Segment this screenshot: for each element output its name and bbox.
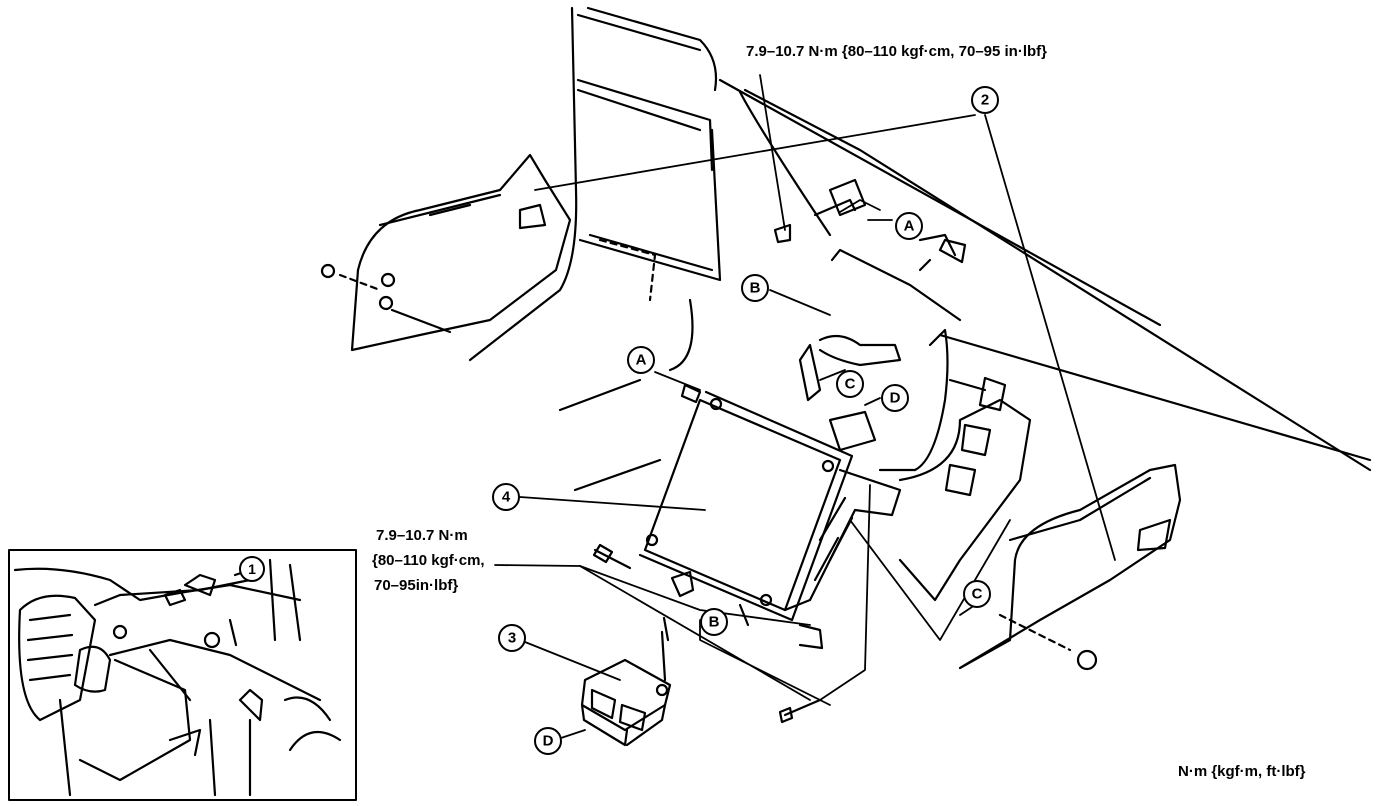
relay-unit [580,630,672,747]
callout-2: 2 [981,92,989,109]
right-trim-panel [958,463,1182,671]
callout-A-left: A [636,352,647,369]
fasteners [592,223,822,724]
callout-C-right: C [972,586,983,603]
callout-D-top: D [890,390,901,407]
callout-4: 4 [502,489,511,506]
callout-B-bottom: B [709,614,720,631]
callout-markers [239,86,999,755]
callout-B-top-circle [741,274,769,302]
callout-3-circle [498,624,526,652]
torque-spec-left-line2: {80–110 kgf·cm, [372,552,485,569]
callout-A-top-circle [895,212,923,240]
callout-B-top: B [750,280,761,297]
callout-1-circle [239,556,265,582]
callout-D-top-circle [881,384,909,412]
callout-1: 1 [248,561,256,577]
callout-3: 3 [508,630,516,647]
inset-view [8,549,357,801]
left-trim-panel [320,153,572,352]
callout-C-top-circle [836,370,864,398]
torque-spec-left: 7.9–10.7 N·m {80–110 kgf·cm, 70–95in·lbf… [372,527,485,594]
body-panel-outline [468,6,1372,492]
callout-A-top: A [904,218,915,235]
torque-spec-left-line3: 70–95in·lbf} [374,577,458,594]
callout-D-bottom-circle [534,727,562,755]
callout-4-circle [492,483,520,511]
harness-bracket [798,178,1032,602]
callout-A-left-circle [627,346,655,374]
callout-labels: 1 2 3 4 A A B B C C D D [248,92,989,750]
callout-2-circle [971,86,999,114]
callout-D-bottom: D [543,733,554,750]
leader-lines [494,74,1116,741]
control-module [638,383,902,650]
torque-spec-left-line1: 7.9–10.7 N·m [376,527,468,544]
unit-legend: N·m {kgf·m, ft·lbf} [1178,763,1306,780]
torque-spec-top: 7.9–10.7 N·m {80–110 kgf·cm, 70–95 in·lb… [746,43,1047,60]
callout-C-right-circle [963,580,991,608]
callout-B-bottom-circle [700,608,728,636]
callout-C-top: C [845,376,856,393]
